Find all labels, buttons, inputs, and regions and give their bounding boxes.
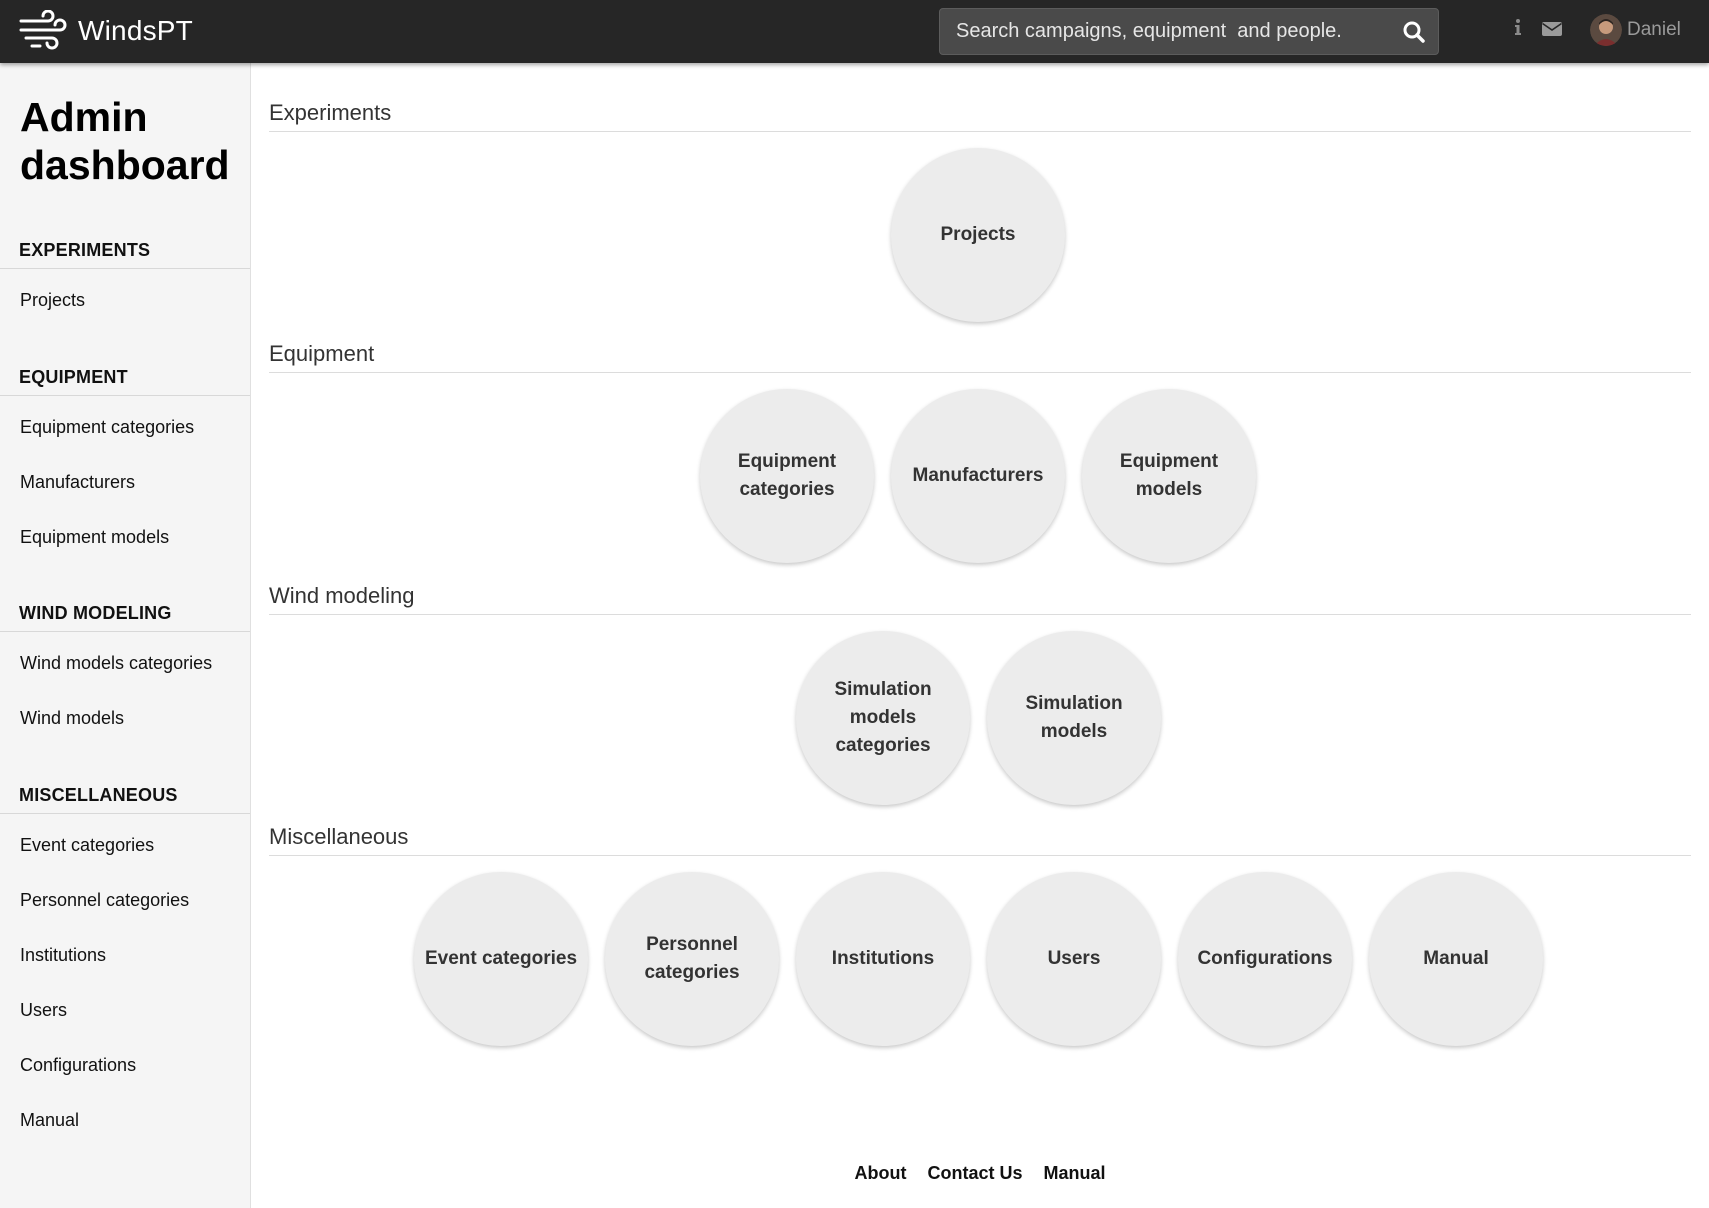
footer-link-about[interactable]: About xyxy=(854,1163,907,1183)
tile-projects[interactable]: Projects xyxy=(891,148,1065,322)
footer-link-contact-us[interactable]: Contact Us xyxy=(927,1163,1023,1183)
search-icon[interactable] xyxy=(1400,18,1428,46)
sidebar-item-wind-models[interactable]: Wind models xyxy=(20,708,125,728)
section-title-equipment: Equipment xyxy=(269,341,1691,373)
main-content: Experiments Projects Equipment Equipment… xyxy=(251,63,1709,1208)
tile-personnel-categories[interactable]: Personnel categories xyxy=(605,872,779,1046)
tile-event-categories[interactable]: Event categories xyxy=(414,872,588,1046)
top-navbar: WindsPT Daniel xyxy=(0,0,1709,63)
sidebar-item-equipment-categories[interactable]: Equipment categories xyxy=(20,417,195,437)
sidebar-item-equipment-models[interactable]: Equipment models xyxy=(20,527,170,547)
sidebar-item-manufacturers[interactable]: Manufacturers xyxy=(20,472,136,492)
page-title: Admin dashboard xyxy=(20,94,230,188)
search-bar xyxy=(939,8,1439,55)
tile-manual[interactable]: Manual xyxy=(1369,872,1543,1046)
user-name: Daniel xyxy=(1627,19,1681,40)
footer-link-manual[interactable]: Manual xyxy=(1043,1163,1106,1183)
sidebar-item-institutions[interactable]: Institutions xyxy=(20,945,107,965)
sidebar-item-projects[interactable]: Projects xyxy=(20,290,86,310)
tile-simulation-models-categories[interactable]: Simulation models categories xyxy=(796,631,970,805)
user-menu[interactable]: Daniel xyxy=(1590,13,1681,47)
sidebar-heading-wind-modeling: WIND MODELING xyxy=(0,603,250,632)
tile-configurations[interactable]: Configurations xyxy=(1178,872,1352,1046)
search-input[interactable] xyxy=(940,9,1380,54)
tile-equipment-models[interactable]: Equipment models xyxy=(1082,389,1256,563)
sidebar-item-manual[interactable]: Manual xyxy=(20,1110,80,1130)
sidebar-item-personnel-categories[interactable]: Personnel categories xyxy=(20,890,190,910)
tile-equipment-categories[interactable]: Equipment categories xyxy=(700,389,874,563)
sidebar-heading-equipment: EQUIPMENT xyxy=(0,367,250,396)
sidebar-item-event-categories[interactable]: Event categories xyxy=(20,835,155,855)
tile-manufacturers[interactable]: Manufacturers xyxy=(891,389,1065,563)
sidebar-heading-experiments: EXPERIMENTS xyxy=(0,240,250,269)
section-title-wind-modeling: Wind modeling xyxy=(269,583,1691,615)
mail-icon[interactable] xyxy=(1541,20,1563,38)
tile-users[interactable]: Users xyxy=(987,872,1161,1046)
tile-institutions[interactable]: Institutions xyxy=(796,872,970,1046)
section-title-experiments: Experiments xyxy=(269,100,1691,132)
avatar xyxy=(1590,14,1622,46)
brand-name: WindsPT xyxy=(78,15,193,46)
sidebar-item-configurations[interactable]: Configurations xyxy=(20,1055,137,1075)
sidebar-heading-miscellaneous: MISCELLANEOUS xyxy=(0,785,250,814)
sidebar-item-wind-models-categories[interactable]: Wind models categories xyxy=(20,653,213,673)
wind-icon xyxy=(19,10,67,50)
section-title-miscellaneous: Miscellaneous xyxy=(269,824,1691,856)
tile-simulation-models[interactable]: Simulation models xyxy=(987,631,1161,805)
sidebar: Admin dashboard EXPERIMENTS Projects EQU… xyxy=(0,63,251,1208)
footer: About Contact Us Manual xyxy=(251,1163,1709,1184)
brand-link[interactable]: WindsPT xyxy=(18,10,193,52)
info-icon[interactable] xyxy=(1510,16,1526,40)
sidebar-item-users[interactable]: Users xyxy=(20,1000,68,1020)
